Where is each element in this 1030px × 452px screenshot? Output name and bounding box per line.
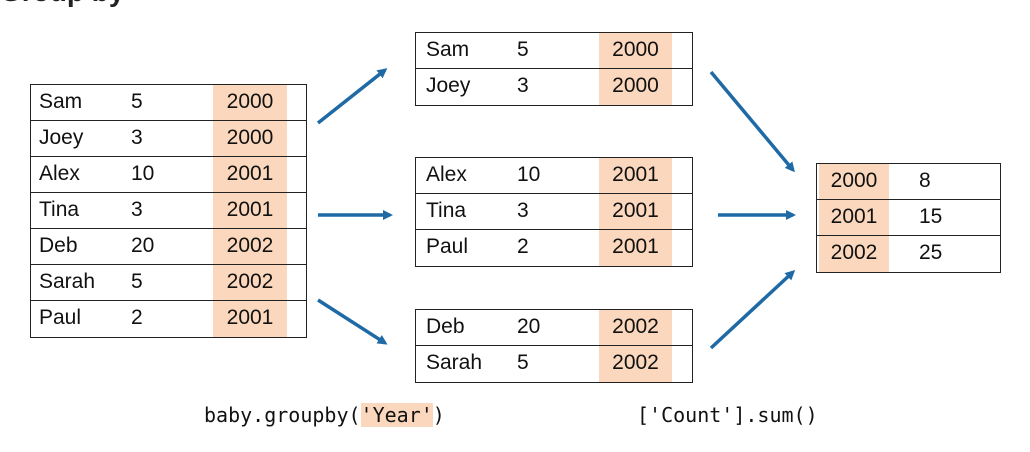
year-cell: 2002 (599, 346, 672, 382)
table-row: Alex 10 2001 (416, 158, 692, 194)
year-cell: 2001 (819, 200, 889, 235)
year-cell: 2000 (213, 85, 287, 120)
year-cell: 2002 (213, 229, 287, 264)
year-cell: 2001 (213, 157, 287, 192)
year-cell: 2002 (599, 310, 672, 345)
result-table: 2000 8 2001 15 2002 25 (816, 163, 1001, 273)
year-cell: 2001 (213, 301, 287, 337)
count-cell: 3 (517, 199, 529, 222)
name-cell: Alex (39, 162, 80, 185)
table-row: Deb 20 2002 (416, 310, 692, 346)
group-table-2002: Deb 20 2002 Sarah 5 2002 (415, 309, 693, 383)
count-cell: 5 (517, 351, 529, 374)
count-cell: 3 (517, 74, 529, 97)
split-arrow-down (317, 298, 388, 345)
year-cell: 2000 (599, 33, 672, 68)
count-cell: 5 (517, 38, 529, 61)
year-cell: 2000 (213, 121, 287, 156)
groupby-code: baby.groupby('Year') (204, 403, 445, 427)
year-cell: 2001 (599, 158, 672, 193)
table-row: 2001 15 (817, 200, 1000, 236)
year-cell: 2002 (819, 236, 889, 272)
table-row: Tina 3 2001 (416, 194, 692, 230)
count-cell: 20 (131, 234, 155, 257)
combine-arrow-down (709, 70, 795, 173)
name-cell: Joey (39, 126, 84, 149)
year-cell: 2000 (599, 69, 672, 105)
table-row: Sarah 5 2002 (416, 346, 692, 382)
table-row: Sam 5 2000 (31, 85, 306, 121)
sum-cell: 25 (919, 241, 943, 264)
groupby-suffix: ) (432, 403, 445, 427)
diagram-title: Group by (0, 0, 124, 8)
name-cell: Sarah (39, 270, 96, 293)
year-cell: 2002 (213, 265, 287, 300)
count-cell: 10 (517, 163, 541, 186)
source-table: Sam 5 2000 Joey 3 2000 Alex 10 2001 Tina… (30, 84, 307, 338)
name-cell: Sam (39, 90, 83, 113)
count-cell: 3 (131, 198, 143, 221)
count-cell: 20 (517, 315, 541, 338)
name-cell: Tina (39, 198, 80, 221)
count-cell: 10 (131, 162, 155, 185)
table-row: Deb 20 2002 (31, 229, 306, 265)
table-row: Joey 3 2000 (31, 121, 306, 157)
name-cell: Alex (426, 163, 467, 186)
table-row: Tina 3 2001 (31, 193, 306, 229)
count-cell: 3 (131, 126, 143, 149)
name-cell: Deb (39, 234, 78, 257)
table-row: Sam 5 2000 (416, 33, 692, 69)
table-row: Alex 10 2001 (31, 157, 306, 193)
sum-cell: 15 (919, 205, 943, 228)
name-cell: Joey (426, 74, 471, 97)
year-cell: 2000 (819, 164, 889, 199)
groupby-prefix: baby.groupby( (204, 403, 361, 427)
name-cell: Paul (426, 235, 469, 258)
combine-arrow-up (709, 269, 796, 350)
name-cell: Deb (426, 315, 465, 338)
count-cell: 5 (131, 90, 143, 113)
table-row: Sarah 5 2002 (31, 265, 306, 301)
aggregate-code: ['Count'].sum() (637, 403, 818, 427)
count-cell: 2 (131, 306, 143, 329)
table-row: Joey 3 2000 (416, 69, 692, 105)
count-cell: 2 (517, 235, 529, 258)
name-cell: Paul (39, 306, 82, 329)
sum-cell: 8 (919, 169, 931, 192)
group-table-2001: Alex 10 2001 Tina 3 2001 Paul 2 2001 (415, 157, 693, 267)
table-row: 2002 25 (817, 236, 1000, 272)
split-arrow-up (316, 68, 388, 125)
groupby-arg: 'Year' (360, 403, 433, 427)
group-table-2000: Sam 5 2000 Joey 3 2000 (415, 32, 693, 106)
year-cell: 2001 (213, 193, 287, 228)
name-cell: Tina (426, 199, 467, 222)
table-row: 2000 8 (817, 164, 1000, 200)
year-cell: 2001 (599, 230, 672, 266)
table-row: Paul 2 2001 (31, 301, 306, 337)
count-cell: 5 (131, 270, 143, 293)
name-cell: Sam (426, 38, 470, 61)
year-cell: 2001 (599, 194, 672, 229)
name-cell: Sarah (426, 351, 483, 374)
table-row: Paul 2 2001 (416, 230, 692, 266)
